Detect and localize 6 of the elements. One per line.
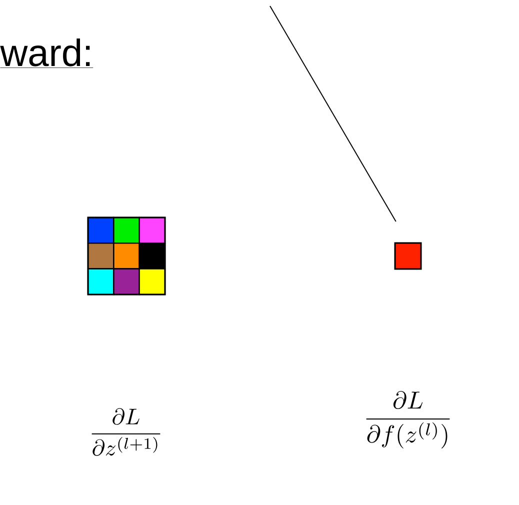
color-grid [87, 216, 166, 296]
formula: $\frac{\partial L}{\partial z^{(l+1)}}$ [92, 408, 160, 456]
line [270, 6, 396, 222]
heading: ward: [0, 38, 94, 68]
square [394, 242, 422, 270]
formula: $\frac{\partial L}{\partial f(z^{(l)})}$ [366, 391, 450, 448]
